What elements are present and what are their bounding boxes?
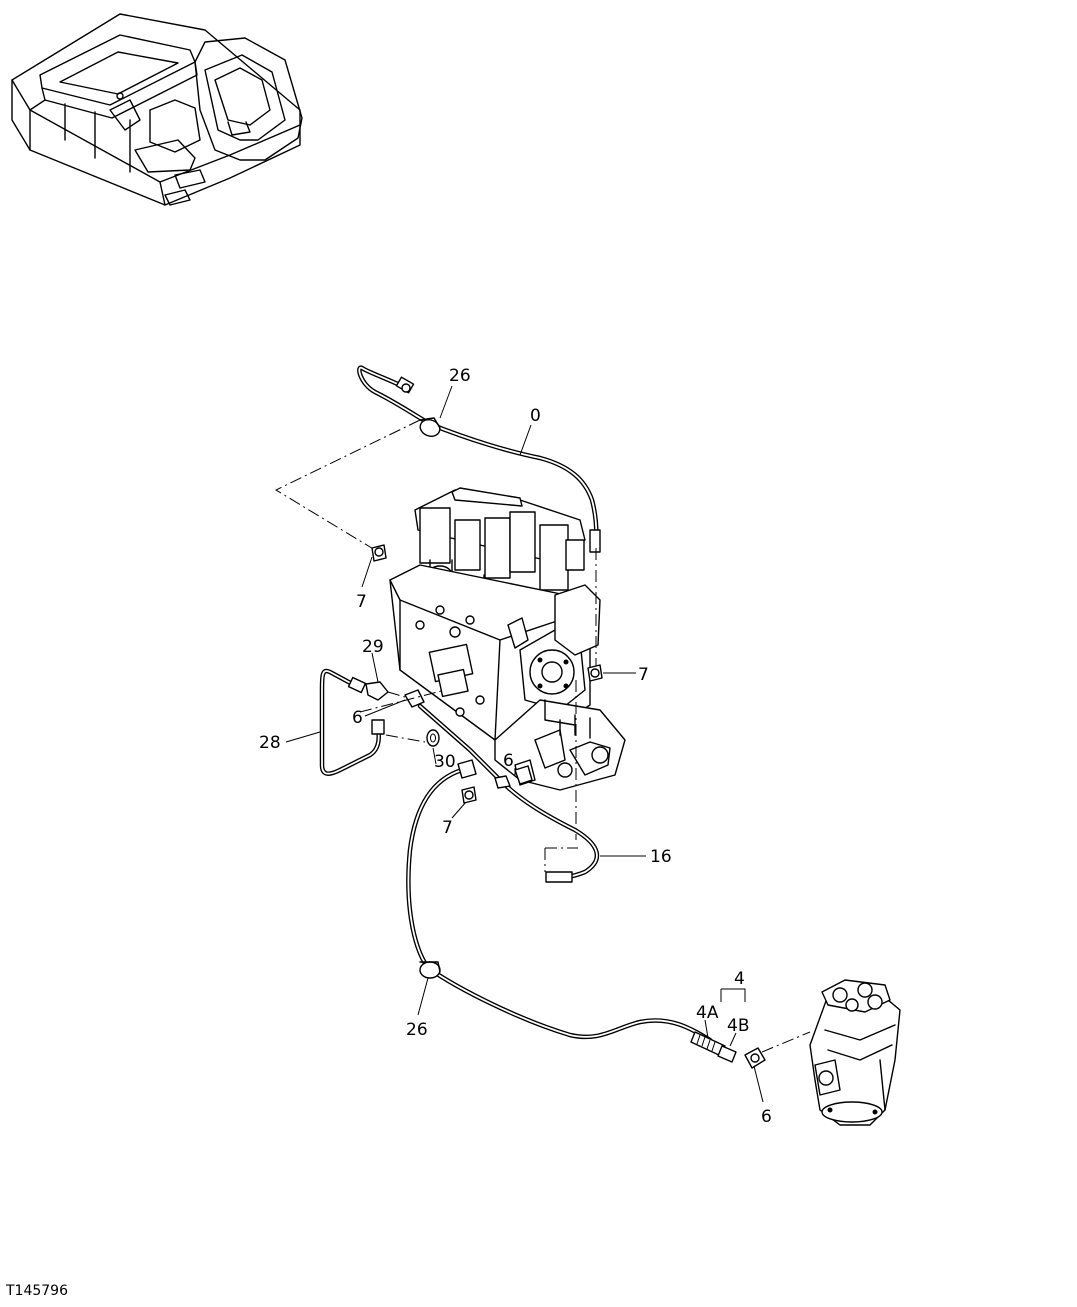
elbow-6-middle — [494, 765, 533, 789]
callout-29: 29 — [362, 637, 384, 657]
fitting-29 — [365, 681, 389, 701]
callout-7-right: 7 — [638, 665, 649, 685]
leader-dashdot-right — [575, 548, 597, 840]
callout-0: 0 — [530, 406, 541, 426]
fitting-7-lower — [461, 786, 477, 804]
callout-7-lower: 7 — [442, 818, 453, 838]
center-joint — [809, 979, 901, 1126]
hose-0 — [357, 365, 601, 553]
clamp-26-lower — [419, 961, 441, 979]
control-valve-assembly — [389, 487, 626, 791]
callout-7-left: 7 — [356, 592, 367, 612]
tube-28 — [319, 668, 385, 776]
fitting-7-left — [371, 544, 387, 562]
hose-16 — [417, 703, 600, 883]
clamp-26-upper — [419, 417, 441, 437]
hose-4 — [406, 759, 737, 1063]
callout-4a: 4A — [696, 1003, 719, 1023]
callout-leaders — [285, 385, 764, 1103]
callout-6-middle: 6 — [503, 751, 514, 771]
callout-26-lower: 26 — [406, 1020, 428, 1040]
callout-28: 28 — [259, 733, 281, 753]
callout-6-lower: 6 — [761, 1107, 772, 1127]
fitting-30 — [426, 729, 440, 747]
fitting-7-right — [587, 664, 603, 682]
callout-4b: 4B — [727, 1016, 749, 1036]
leader-dashdot-hose0 — [274, 419, 421, 551]
callout-4: 4 — [734, 969, 745, 989]
callout-30: 30 — [434, 752, 456, 772]
machine-locator-thumbnail — [11, 13, 303, 206]
document-id: T145796 — [6, 1283, 68, 1299]
elbow-6-lower — [744, 1047, 766, 1069]
callout-26-upper: 26 — [449, 366, 471, 386]
callout-6-upper: 6 — [352, 708, 363, 728]
callout-16: 16 — [650, 847, 672, 867]
leader-dashdot-swivel — [761, 1031, 811, 1053]
leader-dashdot-28 — [359, 689, 446, 743]
elbow-6-upper — [404, 689, 425, 708]
